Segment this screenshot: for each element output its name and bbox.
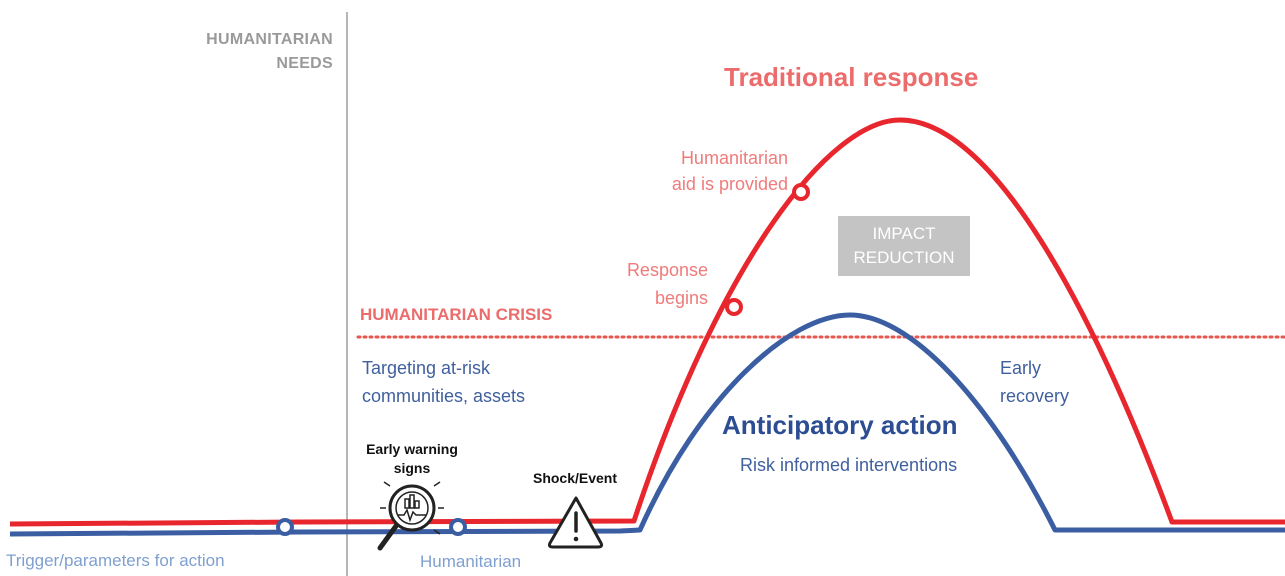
magnifier-chart-icon [377,481,444,551]
shock-event-label: Shock/Event [532,470,618,486]
risk-informed-label: Risk informed interventions [740,455,958,475]
early-recovery-line-1: Early [1000,358,1042,378]
early-recovery-label: Early recovery [1000,354,1069,410]
early-warning-line-2: signs [393,460,431,476]
early-warning-line-1: Early warning [366,441,458,457]
anticipatory-action-title: Anticipatory action [722,410,958,440]
axis-label-line-1: HUMANITARIAN [206,31,333,48]
targeting-line-2: communities, assets [362,386,526,406]
trigger-label: Trigger/parameters for action [6,551,225,570]
crisis-threshold-label: HUMANITARIAN CRISIS [360,305,553,324]
anticipatory-action-curve [9,312,1285,537]
traditional-response-title: Traditional response [724,62,979,92]
warning-triangle-icon [547,496,604,549]
early-recovery-line-2: recovery [1000,386,1070,406]
traditional-response-curve [9,117,1285,527]
targeting-label: Targeting at-risk communities, assets [362,354,525,410]
aid-provided-label: Humanitarian aid is provided [600,145,788,197]
trigger-marker [276,518,294,536]
axis-label-line-2: NEEDS [276,55,333,72]
humanitarian-marker [449,518,467,536]
early-warning-label: Early warning signs [352,440,472,478]
humanitarian-bottom-label: Humanitarian [420,552,522,571]
impact-line-1: IMPACT [872,224,936,243]
humanitarian-needs-axis-label: HUMANITARIAN NEEDS [150,28,333,76]
aid-provided-marker [792,183,810,201]
impact-reduction-box: IMPACT REDUCTION [838,216,970,276]
aid-provided-line-2: aid is provided [671,174,788,194]
aid-provided-line-1: Humanitarian [680,148,788,168]
response-begins-line-2: begins [654,288,708,308]
targeting-line-1: Targeting at-risk [362,358,491,378]
response-begins-line-1: Response [626,260,708,280]
response-begins-marker [725,298,743,316]
impact-line-2: REDUCTION [853,248,955,267]
response-begins-label: Response begins [560,256,708,312]
